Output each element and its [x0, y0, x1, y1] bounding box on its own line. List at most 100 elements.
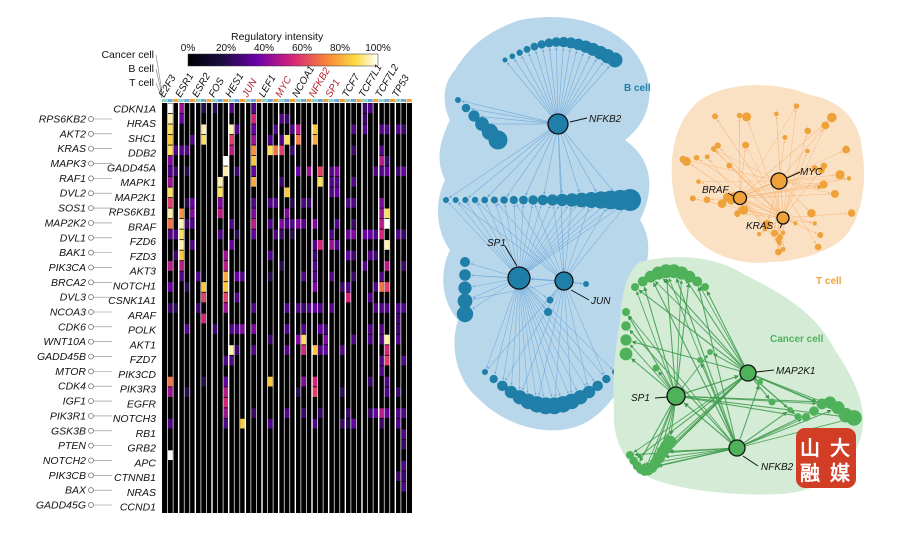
heatmap-cell	[385, 261, 390, 271]
hub-label-t-myc: MYC	[800, 167, 823, 178]
track-swatch	[218, 99, 223, 102]
row-label-right: RB1	[136, 428, 156, 440]
heatmap-cell	[168, 387, 173, 397]
heatmap-cell	[251, 135, 256, 145]
heatmap-cell	[235, 324, 240, 334]
row-label-connector	[89, 176, 94, 181]
heatmap-cell	[396, 324, 401, 334]
row-label-right: FZD6	[130, 236, 156, 248]
network-node	[538, 40, 546, 48]
network-node	[664, 436, 677, 449]
row-label-right: RPS6KB1	[109, 207, 156, 219]
row-label-connector	[89, 131, 94, 136]
logo-char-3: 融	[800, 462, 820, 485]
row-label-right: DDB2	[128, 148, 156, 160]
network-node	[775, 237, 781, 243]
heatmap-cell	[401, 124, 406, 134]
track-swatch	[301, 99, 306, 102]
row-label-right: EGFR	[127, 398, 157, 410]
heatmap-cell	[307, 198, 312, 208]
network-node	[805, 149, 809, 153]
heatmap-cell	[285, 219, 290, 229]
heatmap-cell	[368, 251, 373, 261]
heatmap-cell	[229, 219, 234, 229]
heatmap-cell	[346, 198, 351, 208]
heatmap-cell	[351, 198, 356, 208]
heatmap-cell	[229, 103, 234, 113]
heatmap-cell	[374, 251, 379, 261]
track-swatch	[240, 99, 245, 102]
network-node	[848, 209, 856, 217]
heatmap-cell	[329, 230, 334, 240]
heatmap-cell	[374, 166, 379, 176]
network-node	[482, 369, 488, 375]
row-label-left: MAP2K2	[45, 217, 87, 229]
heatmap-cell	[168, 114, 173, 124]
heatmap-cell	[301, 324, 306, 334]
network-node	[835, 170, 844, 179]
heatmap-cell	[201, 314, 206, 324]
heatmap-cell	[296, 166, 301, 176]
track-swatch	[323, 99, 328, 102]
network-node	[715, 142, 721, 148]
track-swatch	[190, 99, 195, 102]
network-node	[757, 379, 763, 385]
heatmap-cell	[218, 198, 223, 208]
network-node	[817, 232, 823, 238]
heatmap-cell	[379, 156, 384, 166]
heatmap-cell	[351, 177, 356, 187]
heatmap-cell	[235, 293, 240, 303]
network-node	[742, 142, 749, 149]
heatmap-cell	[401, 408, 406, 418]
heatmap-cell	[240, 419, 245, 429]
heatmap-cell	[235, 345, 240, 355]
heatmap-cell	[379, 303, 384, 313]
network-node	[757, 232, 761, 236]
heatmap-cell	[362, 124, 367, 134]
network-node	[460, 257, 470, 267]
heatmap-cell	[168, 198, 173, 208]
row-label-left: GADD45B	[37, 351, 86, 363]
heatmap-cell	[235, 230, 240, 240]
network-node	[692, 277, 702, 287]
heatmap-cell	[229, 345, 234, 355]
row-label-left: PTEN	[58, 440, 86, 452]
heatmap-cell	[268, 377, 273, 387]
row-label-left: AKT2	[59, 128, 86, 140]
heatmap-cell	[312, 282, 317, 292]
heatmap-cell	[218, 230, 223, 240]
heatmap-cell	[396, 419, 401, 429]
heatmap-cell	[168, 156, 173, 166]
heatmap-cell	[318, 177, 323, 187]
heatmap-cell	[229, 324, 234, 334]
heatmap-cell	[335, 219, 340, 229]
heatmap-cell	[379, 209, 384, 219]
network-node	[726, 163, 732, 169]
heatmap-cell	[329, 303, 334, 313]
network-hub	[508, 267, 530, 289]
heatmap-cell	[374, 230, 379, 240]
heatmap-cell	[285, 135, 290, 145]
colorbar-tick: 60%	[292, 43, 312, 54]
heatmap-cell	[385, 219, 390, 229]
track-swatch	[268, 99, 273, 102]
heatmap-cell	[179, 261, 184, 271]
row-label-right: POLK	[128, 325, 157, 337]
network-node	[815, 244, 822, 251]
heatmap-cell	[401, 261, 406, 271]
heatmap-cell	[362, 261, 367, 271]
heatmap-cell	[290, 124, 295, 134]
hub-label-b-jun: JUN	[590, 296, 611, 307]
heatmap-cell	[340, 387, 345, 397]
row-label-connector	[89, 220, 94, 225]
network-node	[737, 113, 743, 119]
row-label-right: CTNNB1	[114, 472, 156, 484]
heatmap-cell	[312, 387, 317, 397]
heatmap-cell	[396, 166, 401, 176]
t-cell-label: T cell	[816, 276, 842, 287]
heatmap-cell	[340, 419, 345, 429]
row-label-right: CCND1	[120, 502, 156, 514]
heatmap-cell	[285, 324, 290, 334]
heatmap-cell	[362, 103, 367, 113]
track-swatch	[329, 99, 334, 102]
